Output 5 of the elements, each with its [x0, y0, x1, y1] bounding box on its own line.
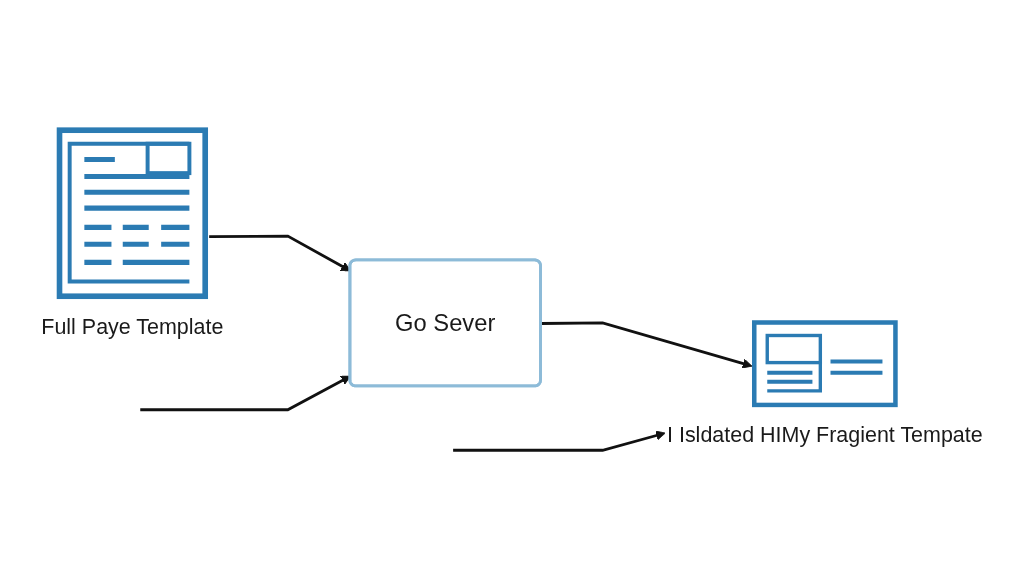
arrow [209, 234, 351, 272]
process-box: Go Sever [348, 258, 542, 388]
arrow [140, 375, 351, 412]
arrow [541, 321, 753, 369]
arrow [453, 430, 666, 452]
